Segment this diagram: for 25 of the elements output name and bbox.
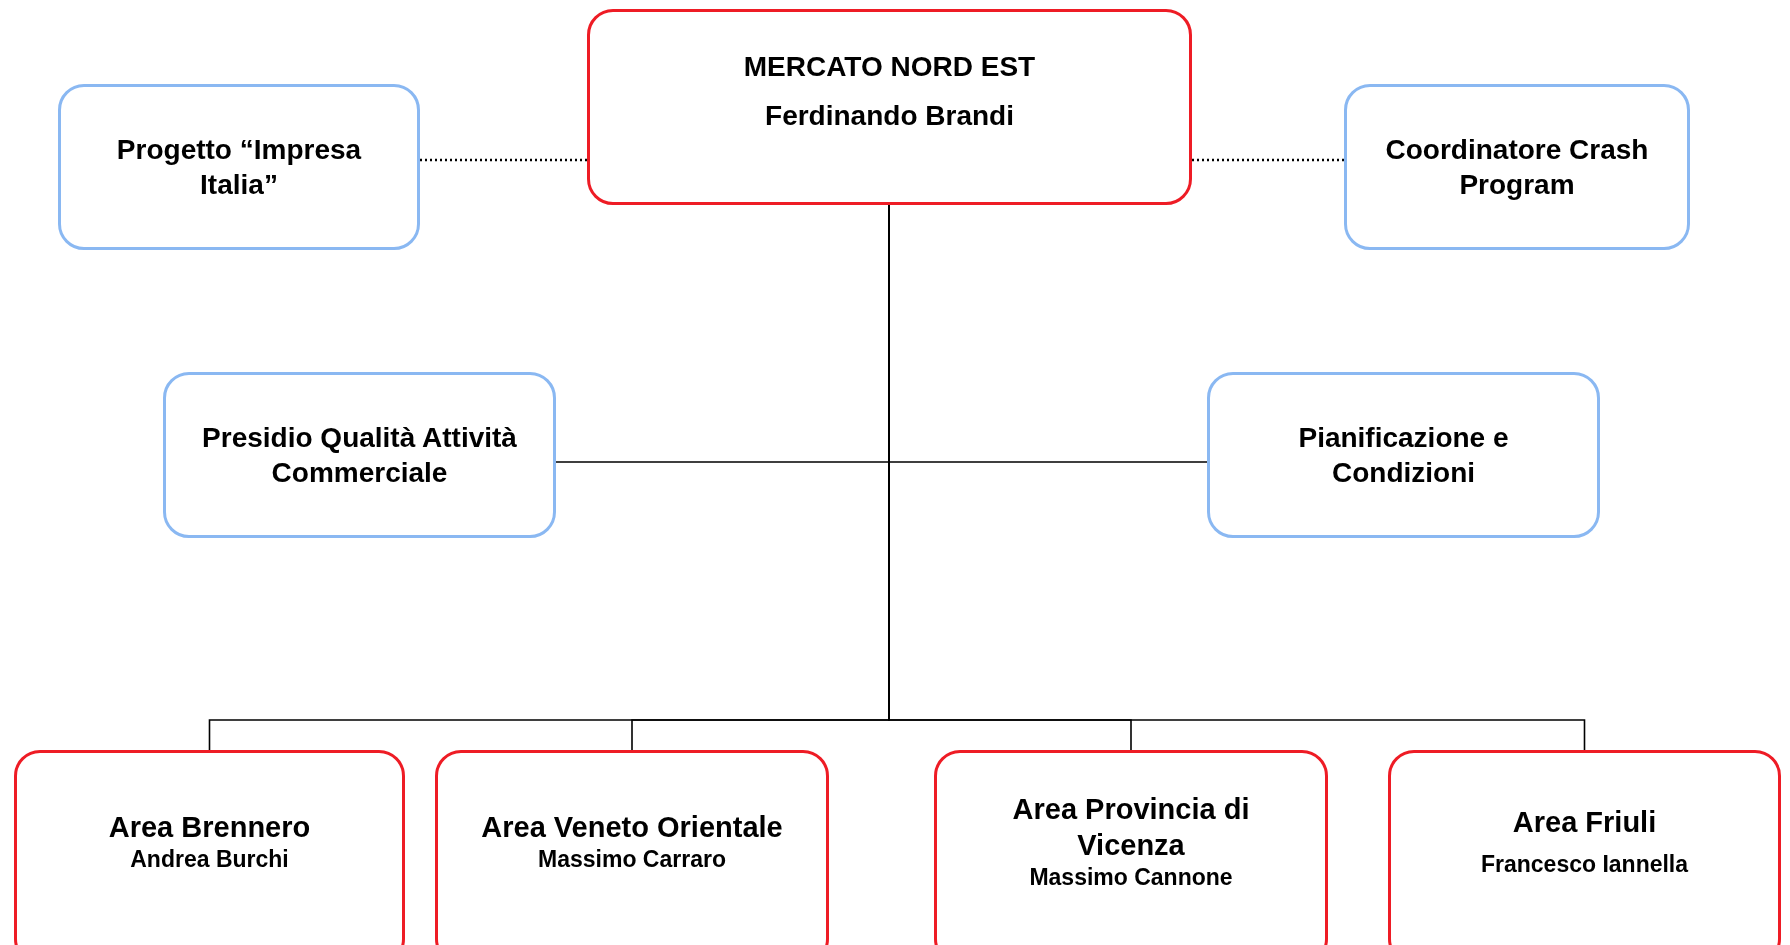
unit-box xyxy=(1388,750,1781,945)
dotted-connector xyxy=(420,158,587,162)
staff-box xyxy=(1344,84,1690,250)
manager-name: Francesco Iannella xyxy=(1480,850,1689,879)
staff-box xyxy=(58,84,420,250)
manager-name: Massimo Cannone xyxy=(1029,863,1233,893)
unit-title: MERCATO NORD EST xyxy=(743,50,1036,84)
unit-box xyxy=(14,750,405,945)
manager-name: Andrea Burchi xyxy=(130,845,289,874)
dotted-connector xyxy=(1192,158,1344,162)
unit-title: Pianificazione e Condizioni xyxy=(1297,421,1510,490)
staff-box xyxy=(163,372,556,538)
unit-box xyxy=(435,750,829,945)
unit-title: Area Brennero xyxy=(108,810,311,845)
unit-title: Progetto “Impresa Italia” xyxy=(115,133,363,202)
manager-name: Ferdinando Brandi xyxy=(765,99,1014,133)
unit-title: Coordinatore Crash Program xyxy=(1384,133,1650,202)
unit-title: Area Friuli xyxy=(1512,805,1657,840)
unit-title: Area Provincia di Vicenza xyxy=(1011,791,1251,864)
manager-name: Massimo Carraro xyxy=(538,845,726,874)
unit-title: Presidio Qualità Attività Commerciale xyxy=(201,421,518,490)
unit-title: Area Veneto Orientale xyxy=(481,810,783,845)
staff-box xyxy=(1207,372,1600,538)
unit-box xyxy=(587,9,1192,205)
unit-box xyxy=(934,750,1328,945)
